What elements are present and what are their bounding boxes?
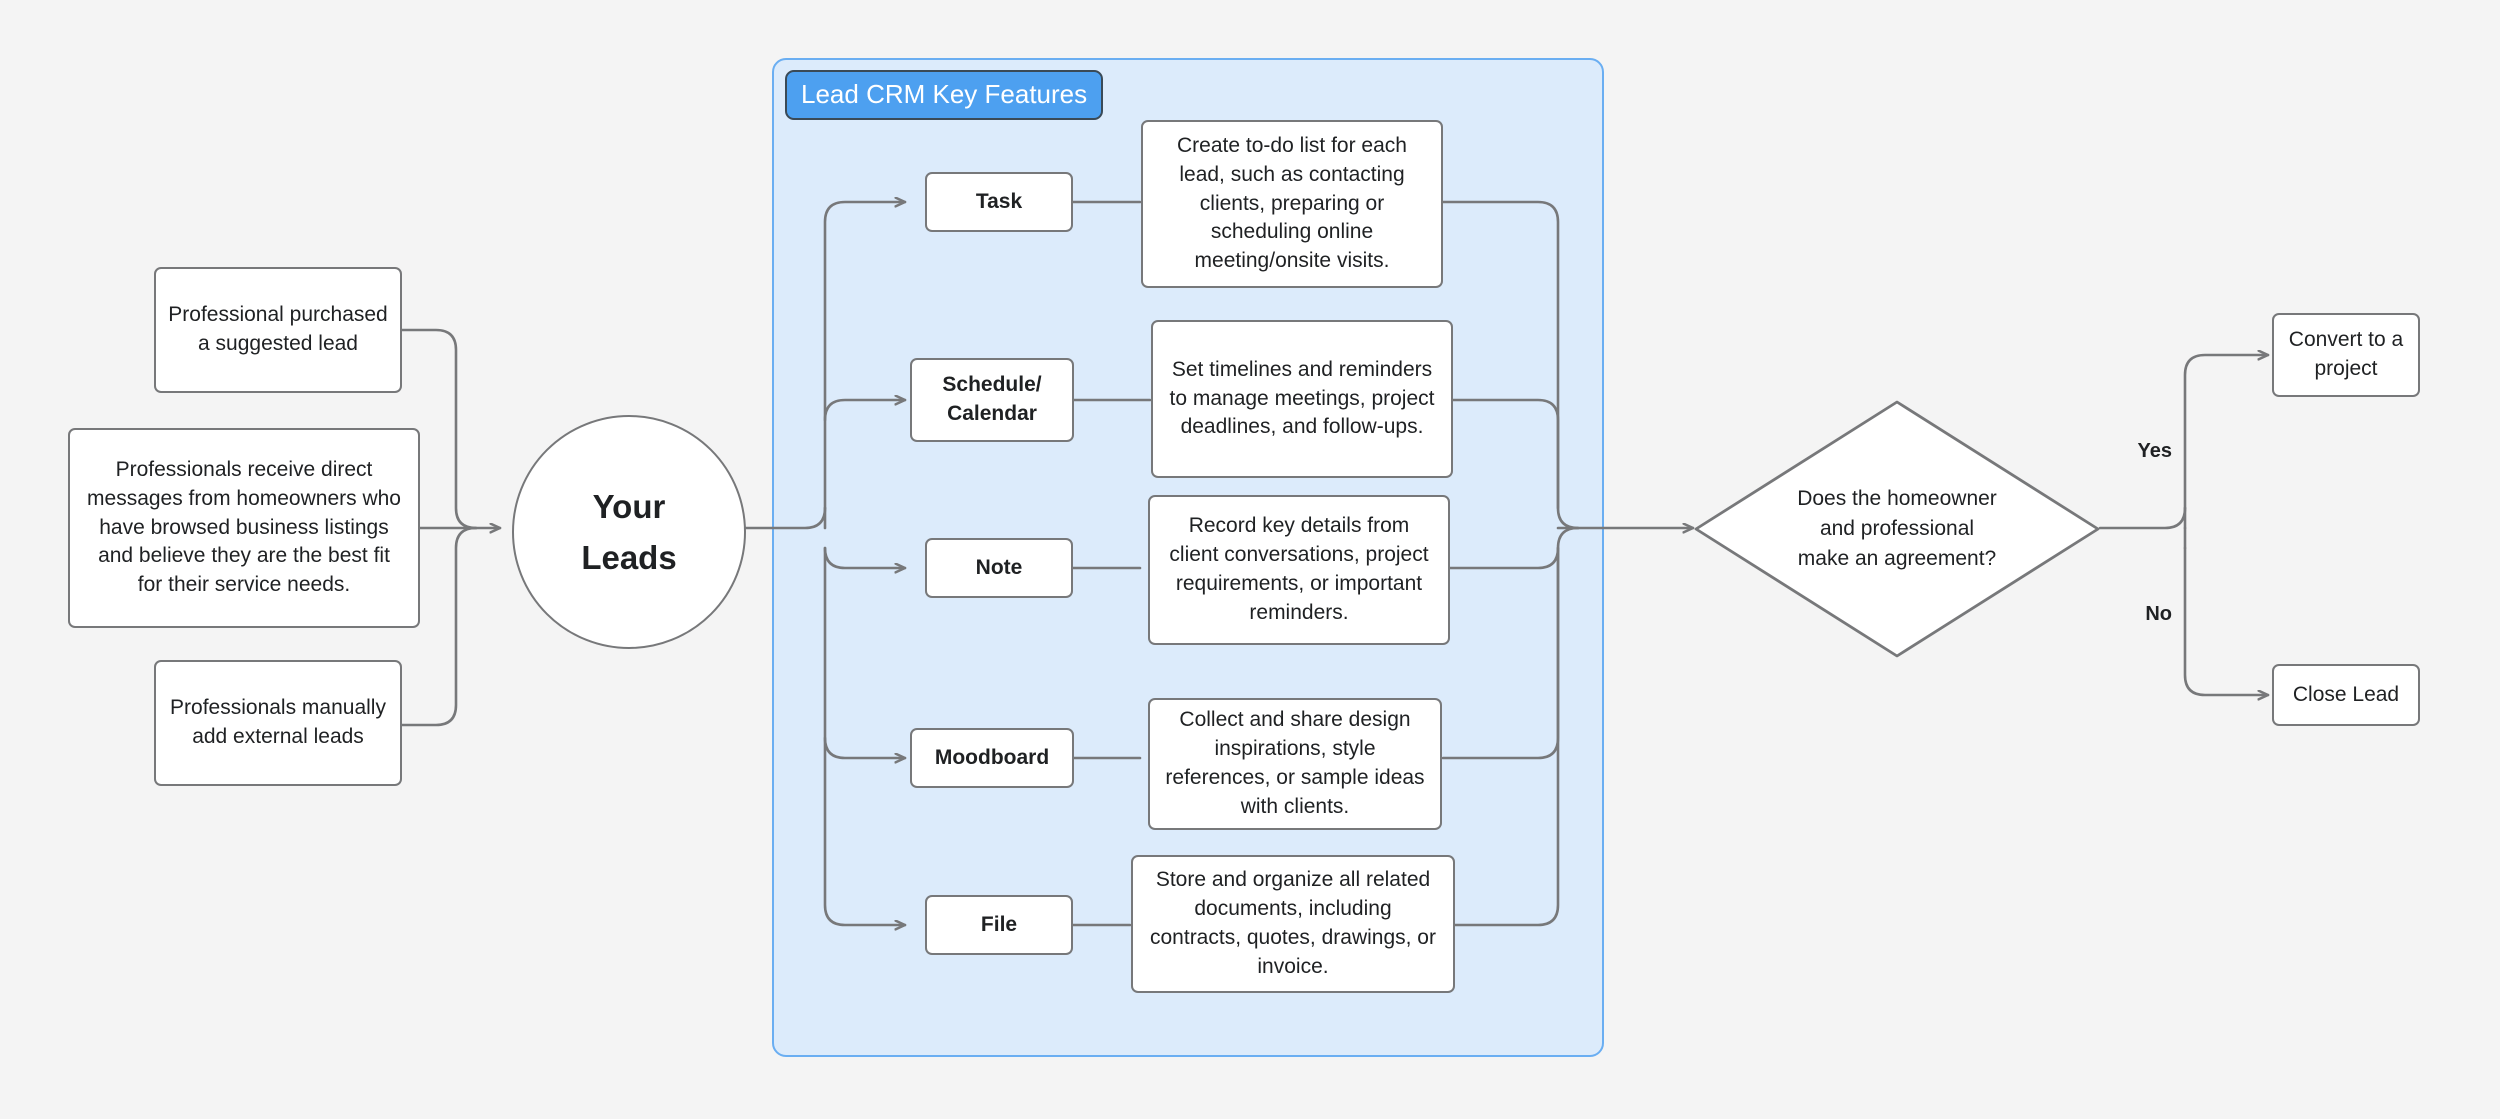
source-node-purchased-lead[interactable]: Professional purchased a suggested lead	[154, 267, 402, 393]
diamond-shape	[1694, 400, 2100, 658]
feature-label-schedule-line2: Calendar	[947, 402, 1037, 425]
feature-description-file[interactable]: Store and organize all related documents…	[1131, 855, 1455, 993]
panel-title-badge: Lead CRM Key Features	[785, 70, 1104, 120]
decision-line-2: and professional	[1819, 517, 1975, 541]
feature-description-note[interactable]: Record key details from client conversat…	[1148, 495, 1450, 645]
feature-label-task[interactable]: Task	[925, 172, 1073, 232]
source-node-direct-messages[interactable]: Professionals receive direct messages fr…	[68, 428, 420, 628]
feature-description-task[interactable]: Create to-do list for each lead, such as…	[1141, 120, 1443, 288]
source-node-manual-leads[interactable]: Professionals manually add external lead…	[154, 660, 402, 786]
outcome-node-convert-project[interactable]: Convert to a project	[2272, 313, 2420, 397]
edge-label-yes: Yes	[2137, 440, 2172, 462]
feature-description-schedule-calendar[interactable]: Set timelines and reminders to manage me…	[1151, 320, 1453, 478]
your-leads-hub[interactable]: Your Leads	[512, 415, 746, 649]
feature-description-moodboard[interactable]: Collect and share design inspirations, s…	[1148, 698, 1442, 830]
your-leads-line1: Your	[592, 487, 666, 525]
decision-diamond[interactable]: Does the homeowner and professional make…	[1692, 398, 2102, 660]
feature-label-schedule-calendar[interactable]: Schedule/ Calendar	[910, 358, 1074, 442]
outcome-node-close-lead[interactable]: Close Lead	[2272, 664, 2420, 726]
feature-label-file[interactable]: File	[925, 895, 1073, 955]
decision-line-3: make an agreement?	[1797, 546, 1997, 570]
feature-label-moodboard[interactable]: Moodboard	[910, 728, 1074, 788]
decision-diamond-label: Does the homeowner and professional make…	[1737, 484, 2057, 573]
feature-label-schedule-line1: Schedule/	[942, 373, 1042, 397]
edge-label-no: No	[2145, 603, 2172, 625]
your-leads-line2: Leads	[581, 539, 677, 576]
decision-line-1: Does the homeowner	[1797, 487, 1997, 511]
feature-label-note[interactable]: Note	[925, 538, 1073, 598]
